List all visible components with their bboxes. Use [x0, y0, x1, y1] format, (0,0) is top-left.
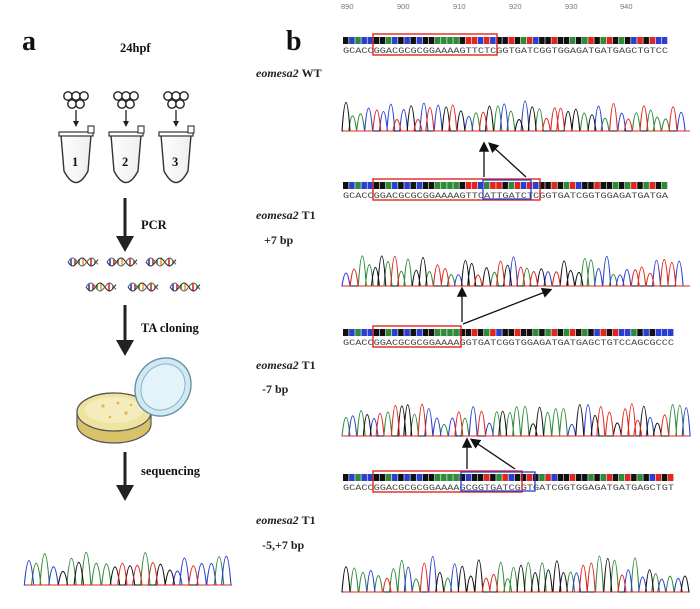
dna-helix-icon	[127, 282, 159, 292]
chromatogram	[341, 555, 690, 593]
pcr-tube-icon: 2	[108, 125, 145, 184]
target-site-box	[372, 470, 523, 493]
dna-fragments	[67, 257, 201, 292]
time-label: 24hpf	[120, 41, 151, 55]
tube-unit: 1	[58, 91, 95, 184]
ruler-tick: 920	[509, 2, 522, 11]
sequence-track: GCACCGGACGCGCGGAAAAGTTCATTGATCTCGGTGATCG…	[341, 178, 690, 287]
tube-label: 2	[122, 155, 128, 169]
tube-label: 1	[72, 155, 78, 169]
tube-label: 3	[172, 155, 178, 169]
chromatogram	[341, 100, 690, 132]
ruler-tick: 940	[620, 2, 633, 11]
sequence-track: GCACCGGACGCGCGGAAAAGTTCTCGGTGATCGGTGGAGA…	[341, 33, 690, 132]
indel-box	[482, 179, 532, 200]
pcr-arrowhead	[116, 236, 134, 252]
track-extra-minus5plus7: -5,+7 bp	[262, 538, 305, 552]
ruler-tick: 910	[453, 2, 466, 11]
chromatogram-a	[23, 551, 232, 586]
step-pcr: PCR	[141, 218, 168, 232]
sequence-text: GCACCGGACGCGCGGAAAAGTTCATTGATCTCGGTGATCG…	[343, 191, 669, 201]
dna-helix-icon	[106, 257, 138, 267]
track-extra-minus7: -7 bp	[262, 382, 289, 396]
arrow-p7-b	[462, 287, 553, 325]
position-ruler: 890 900 910 920 930 940	[341, 2, 633, 11]
base-color-strip	[343, 37, 668, 44]
ruler-tick: 890	[341, 2, 354, 11]
base-color-strip	[343, 474, 674, 481]
dna-helix-icon	[169, 282, 201, 292]
target-site-box	[372, 325, 462, 348]
chromatogram	[341, 403, 691, 437]
dna-helix-icon	[145, 257, 177, 267]
chromatogram	[341, 255, 690, 287]
ruler-tick: 930	[565, 2, 578, 11]
sequence-track: GCACCGGACGCGCGGAAAAGGTGATCGGTGGAGATGATGA…	[341, 325, 691, 437]
step-ta-cloning: TA cloning	[141, 321, 200, 335]
sequence-text: GCACCGGACGCGCGGAAAAGGTGATCGGTGGAGATGATGA…	[343, 338, 674, 348]
embryo-cluster-icon	[163, 91, 189, 109]
tracks: GCACCGGACGCGCGGAAAAGTTCTCGGTGATCGGTGGAGA…	[341, 33, 691, 593]
base-color-strip	[343, 182, 668, 189]
dna-helix-icon	[67, 257, 99, 267]
base-color-strip	[343, 329, 674, 336]
seq-arrowhead	[116, 485, 134, 501]
track-extra-plus7: +7 bp	[264, 233, 294, 247]
petri-dish	[76, 357, 192, 444]
step-sequencing: sequencing	[141, 464, 201, 478]
dna-helix-icon	[85, 282, 117, 292]
ta-arrowhead	[116, 340, 134, 356]
sequence-text: GCACCGGACGCGCGGAAAAGCGGTGATCGGTGATCGGTGG…	[343, 483, 674, 493]
sequence-text: GCACCGGACGCGCGGAAAAGTTCTCGGTGATCGGTGGAGA…	[343, 46, 668, 56]
target-site-box	[372, 178, 541, 201]
tube-group: 1 2 3	[58, 91, 195, 184]
pcr-tube-icon: 1	[58, 125, 95, 184]
tube-unit: 2	[108, 91, 145, 184]
pcr-tube-icon: 3	[158, 125, 195, 184]
tube-unit: 3	[158, 91, 195, 184]
target-site-box	[372, 33, 498, 56]
panel-b-letter: b	[286, 26, 302, 57]
panel-a-letter: a	[22, 26, 36, 57]
ruler-tick: 900	[397, 2, 410, 11]
alignment-arrows	[456, 141, 553, 470]
arrow-m7-b	[469, 438, 516, 470]
arrow-wt-b	[488, 142, 527, 178]
panel-a: a 24hpf 1 2 3 PCR TA cloning	[22, 26, 232, 586]
embryo-cluster-icon	[63, 91, 89, 109]
embryo-cluster-icon	[113, 91, 139, 109]
sequence-track: GCACCGGACGCGCGGAAAAGCGGTGATCGGTGATCGGTGG…	[341, 470, 690, 593]
indel-box	[460, 471, 536, 492]
